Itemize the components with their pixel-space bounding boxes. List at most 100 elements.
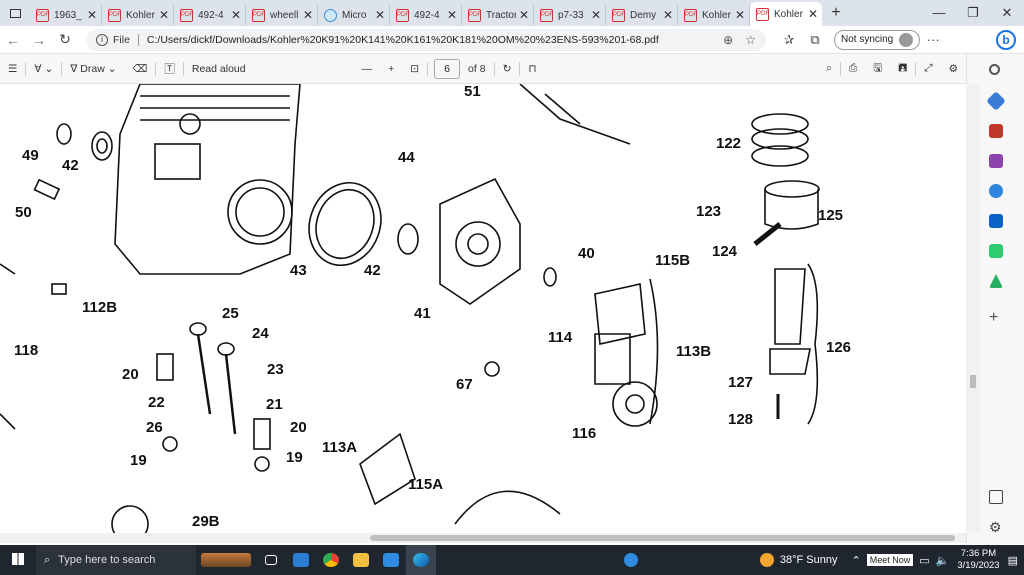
app-icon[interactable]	[376, 545, 406, 575]
help-icon[interactable]	[616, 545, 646, 575]
sidebar-toggle-icon[interactable]	[989, 490, 1003, 504]
tab-actions-icon[interactable]	[0, 0, 30, 26]
close-tab-icon[interactable]: ✕	[734, 8, 745, 22]
briefcase-icon[interactable]	[989, 124, 1003, 138]
close-window-button[interactable]: ✕	[1001, 5, 1013, 20]
page-view-icon[interactable]: ⊓	[528, 62, 537, 75]
vertical-scrollbar[interactable]	[966, 84, 980, 533]
close-tab-icon[interactable]: ✕	[662, 8, 673, 22]
close-tab-icon[interactable]: ✕	[374, 8, 385, 22]
part-number-label: 41	[414, 305, 431, 322]
close-tab-icon[interactable]: ✕	[446, 8, 457, 22]
file-explorer-icon[interactable]	[346, 545, 376, 575]
collections-icon[interactable]: ⧉	[810, 31, 820, 47]
bearing-plate-cover	[439, 177, 521, 305]
url-text[interactable]: C:/Users/dickf/Downloads/Kohler%20K91%20…	[146, 33, 659, 46]
favorite-star-icon[interactable]: ☆	[745, 32, 756, 47]
edge-icon[interactable]	[406, 545, 436, 575]
weather-widget[interactable]: 38°F Sunny	[759, 553, 837, 567]
close-tab-icon[interactable]: ✕	[230, 8, 241, 22]
zoom-icon[interactable]: ⊕	[723, 32, 734, 47]
save-as-icon[interactable]: 🖪	[898, 61, 908, 74]
url-field[interactable]: i File C:/Users/dickf/Downloads/Kohler%2…	[86, 28, 766, 51]
more-menu-icon[interactable]: ···	[926, 32, 940, 47]
favorites-icon[interactable]: ✰	[783, 31, 795, 47]
games-icon[interactable]	[989, 154, 1003, 168]
network-icon[interactable]: ▭	[919, 554, 930, 567]
pdf-tab-icon: PDF	[108, 8, 121, 22]
close-tab-icon[interactable]: ✕	[518, 8, 529, 22]
add-icon[interactable]: +	[989, 309, 999, 326]
part-number-label: 113B	[676, 343, 711, 360]
horizontal-scroll-thumb[interactable]	[370, 535, 955, 541]
read-aloud-button[interactable]: Read aloud	[191, 62, 246, 75]
back-button[interactable]: ←	[6, 31, 20, 48]
tab-label: 492-4	[414, 9, 440, 21]
minimize-button[interactable]: —	[932, 5, 946, 20]
browser-tab[interactable]: Micro✕	[318, 4, 390, 26]
bearing-bore	[96, 138, 108, 154]
close-tab-icon[interactable]: ✕	[158, 8, 169, 22]
rotate-icon[interactable]: ↻	[502, 62, 512, 75]
profile-sync-button[interactable]: Not syncing	[834, 29, 921, 50]
part-number-label: 25	[222, 305, 239, 322]
taskbar-search[interactable]: ⌕Type here to search	[36, 545, 196, 575]
meet-now-button[interactable]: Meet Now	[866, 554, 914, 566]
search-icon[interactable]	[989, 64, 1000, 75]
volume-icon[interactable]: 🔈	[935, 554, 950, 567]
fit-page-icon[interactable]: ⊡	[410, 62, 420, 75]
designer-icon[interactable]	[989, 244, 1003, 258]
close-tab-icon[interactable]: ✕	[807, 7, 818, 21]
forward-button[interactable]: →	[32, 31, 46, 48]
info-icon[interactable]: i	[96, 33, 108, 46]
restore-button[interactable]: ❐	[967, 5, 979, 20]
tree-icon[interactable]	[989, 274, 1003, 288]
save-icon[interactable]: 🖫	[873, 61, 883, 74]
highlight-icon[interactable]: ∀ ⌄	[34, 62, 54, 75]
start-button[interactable]	[0, 552, 36, 568]
task-view-icon[interactable]	[256, 545, 286, 575]
chrome-icon[interactable]	[316, 545, 346, 575]
close-tab-icon[interactable]: ✕	[302, 8, 313, 22]
bing-chat-icon[interactable]: b	[996, 30, 1016, 50]
chevron-up-icon[interactable]: ⌃	[851, 554, 861, 567]
close-tab-icon[interactable]: ✕	[590, 8, 601, 22]
fullscreen-icon[interactable]: ⤢	[924, 62, 933, 74]
horizontal-scrollbar[interactable]	[0, 533, 966, 543]
part-number-label: 20	[122, 366, 139, 383]
customize-icon[interactable]: ⚙	[989, 519, 1002, 535]
close-tab-icon[interactable]: ✕	[86, 8, 97, 22]
refresh-button[interactable]: ↻	[59, 31, 71, 47]
outlook-icon[interactable]	[989, 214, 1003, 228]
print-icon[interactable]: ⎙	[848, 62, 858, 74]
draw-button[interactable]: ∇ Draw ⌄	[70, 62, 117, 75]
vertical-scroll-thumb[interactable]	[970, 375, 976, 388]
search-icon[interactable]: ⌕	[825, 62, 832, 74]
page-number-input[interactable]: 6	[434, 58, 461, 79]
text-icon[interactable]: 🅃	[164, 63, 175, 75]
mail-icon[interactable]	[286, 545, 316, 575]
eraser-icon[interactable]: ⌫	[132, 62, 148, 75]
notifications-icon[interactable]: ▤	[1007, 554, 1018, 567]
zoom-in-button[interactable]: +	[388, 62, 395, 75]
zoom-out-button[interactable]: —	[361, 62, 373, 75]
contents-icon[interactable]: ☰	[8, 62, 18, 75]
new-tab-button[interactable]: +	[831, 4, 841, 21]
toolbar-divider	[61, 61, 63, 76]
settings-icon[interactable]: ⚙	[948, 62, 958, 75]
search-highlight-icon[interactable]	[196, 545, 256, 575]
office-icon[interactable]	[989, 184, 1003, 198]
tag-icon[interactable]	[986, 91, 1006, 111]
